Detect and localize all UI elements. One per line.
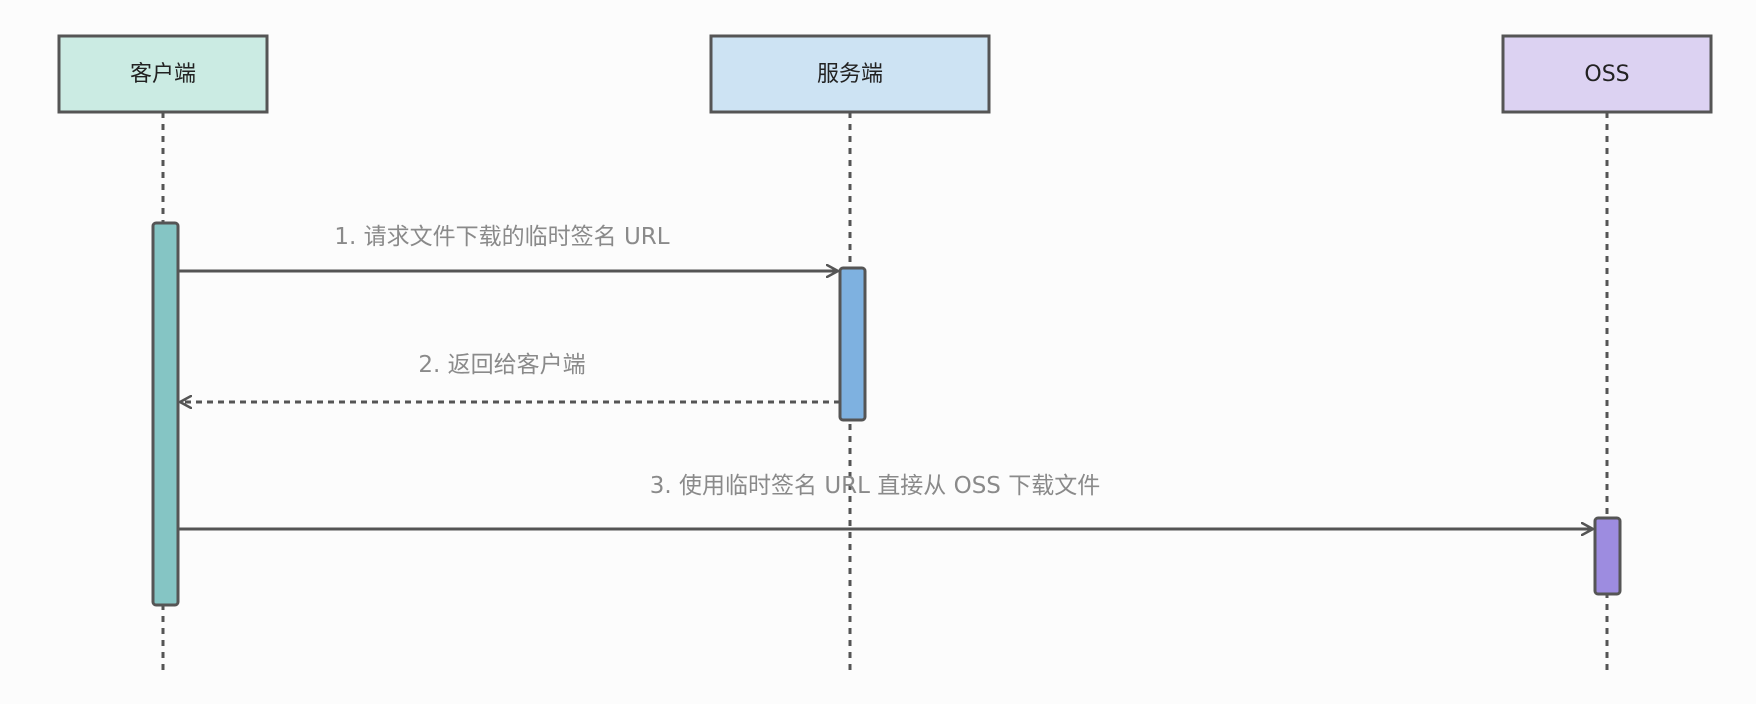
activation-bar-oss: [1593, 516, 1622, 596]
activation-bar-server: [838, 266, 867, 422]
message-1: 1. 请求文件下载的临时签名 URL: [178, 224, 838, 271]
participant-server-label: 服务端: [817, 62, 883, 87]
message-3-label: 3. 使用临时签名 URL 直接从 OSS 下载文件: [650, 473, 1100, 499]
participant-client-label: 客户端: [130, 62, 196, 87]
participant-server: 服务端: [709, 34, 991, 114]
participant-oss: OSS: [1501, 34, 1713, 114]
participant-oss-label: OSS: [1584, 62, 1629, 87]
message-1-label: 1. 请求文件下载的临时签名 URL: [334, 224, 669, 250]
message-2-label: 2. 返回给客户端: [418, 352, 585, 378]
activation-bar-client: [151, 221, 180, 607]
message-2: 2. 返回给客户端: [180, 352, 840, 402]
participant-client: 客户端: [57, 34, 269, 114]
message-3: 3. 使用临时签名 URL 直接从 OSS 下载文件: [178, 473, 1593, 529]
